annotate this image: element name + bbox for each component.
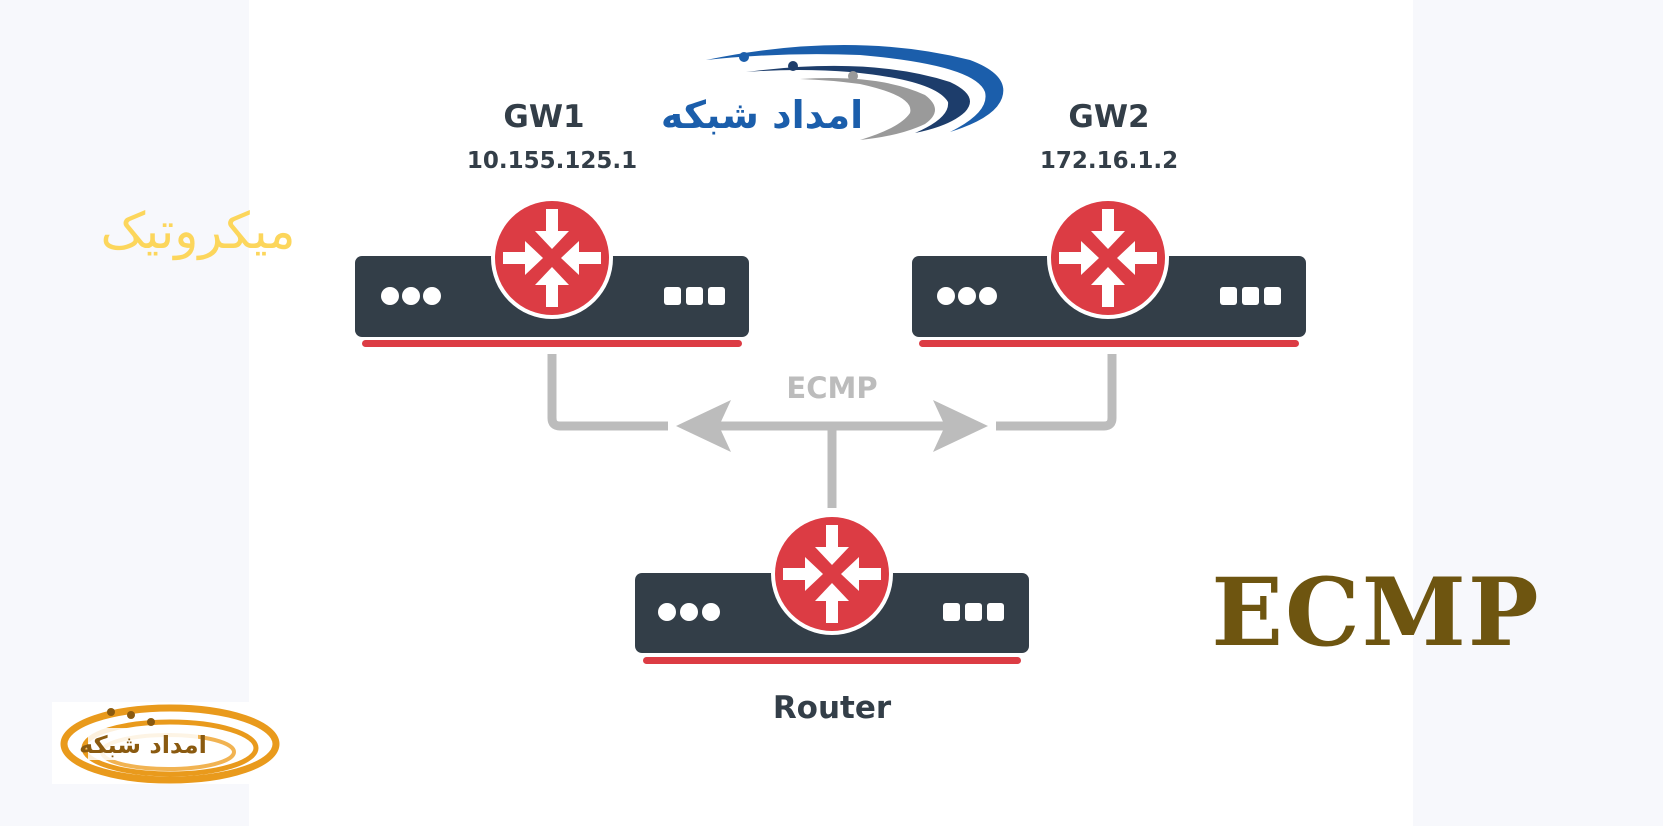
device-router[interactable]: Router xyxy=(635,513,1029,726)
ecmp-connection-label: ECMP xyxy=(786,371,877,405)
router-leds xyxy=(658,603,720,621)
gw2-leds xyxy=(937,287,997,305)
gw2-accent-bar xyxy=(919,340,1299,347)
router-name: Router xyxy=(773,690,892,726)
arrow-right-icon xyxy=(933,400,988,452)
router-icon xyxy=(1047,197,1169,319)
gw1-ip: 10.155.125.1 xyxy=(467,148,637,174)
connector-lines: ECMP xyxy=(547,354,1117,508)
bottom-logo: امداد شبکه xyxy=(52,702,280,784)
bottom-logo-text: امداد شبکه xyxy=(79,731,207,759)
gw2-name: GW2 xyxy=(1068,99,1149,135)
top-logo: امداد شبکه xyxy=(661,45,1004,140)
gw1-ports xyxy=(664,287,725,305)
ecmp-title: ECMP xyxy=(1211,558,1540,668)
device-gw1[interactable]: GW1 10.155.125.1 xyxy=(355,99,749,347)
gw2-ports xyxy=(1220,287,1281,305)
logo-dot xyxy=(848,71,858,81)
router-ports xyxy=(943,603,1004,621)
mikrotik-side-text: میکروتیک xyxy=(101,202,296,261)
router-icon xyxy=(771,513,893,635)
device-gw2[interactable]: GW2 172.16.1.2 xyxy=(912,99,1306,347)
logo-swoosh-gray xyxy=(800,78,935,140)
logo-dot xyxy=(739,52,749,62)
gw1-leds xyxy=(381,287,441,305)
gw1-accent-bar xyxy=(362,340,742,347)
logo-dot xyxy=(788,61,798,71)
arrow-left-icon xyxy=(676,400,731,452)
router-accent-bar xyxy=(643,657,1021,664)
connector-gw1 xyxy=(547,354,668,431)
diagram-panel xyxy=(249,0,1413,826)
top-logo-text: امداد شبکه xyxy=(661,93,863,137)
connector-gw2 xyxy=(996,354,1117,431)
router-icon xyxy=(491,197,613,319)
gw2-ip: 172.16.1.2 xyxy=(1040,148,1178,174)
gw1-name: GW1 xyxy=(503,99,584,135)
